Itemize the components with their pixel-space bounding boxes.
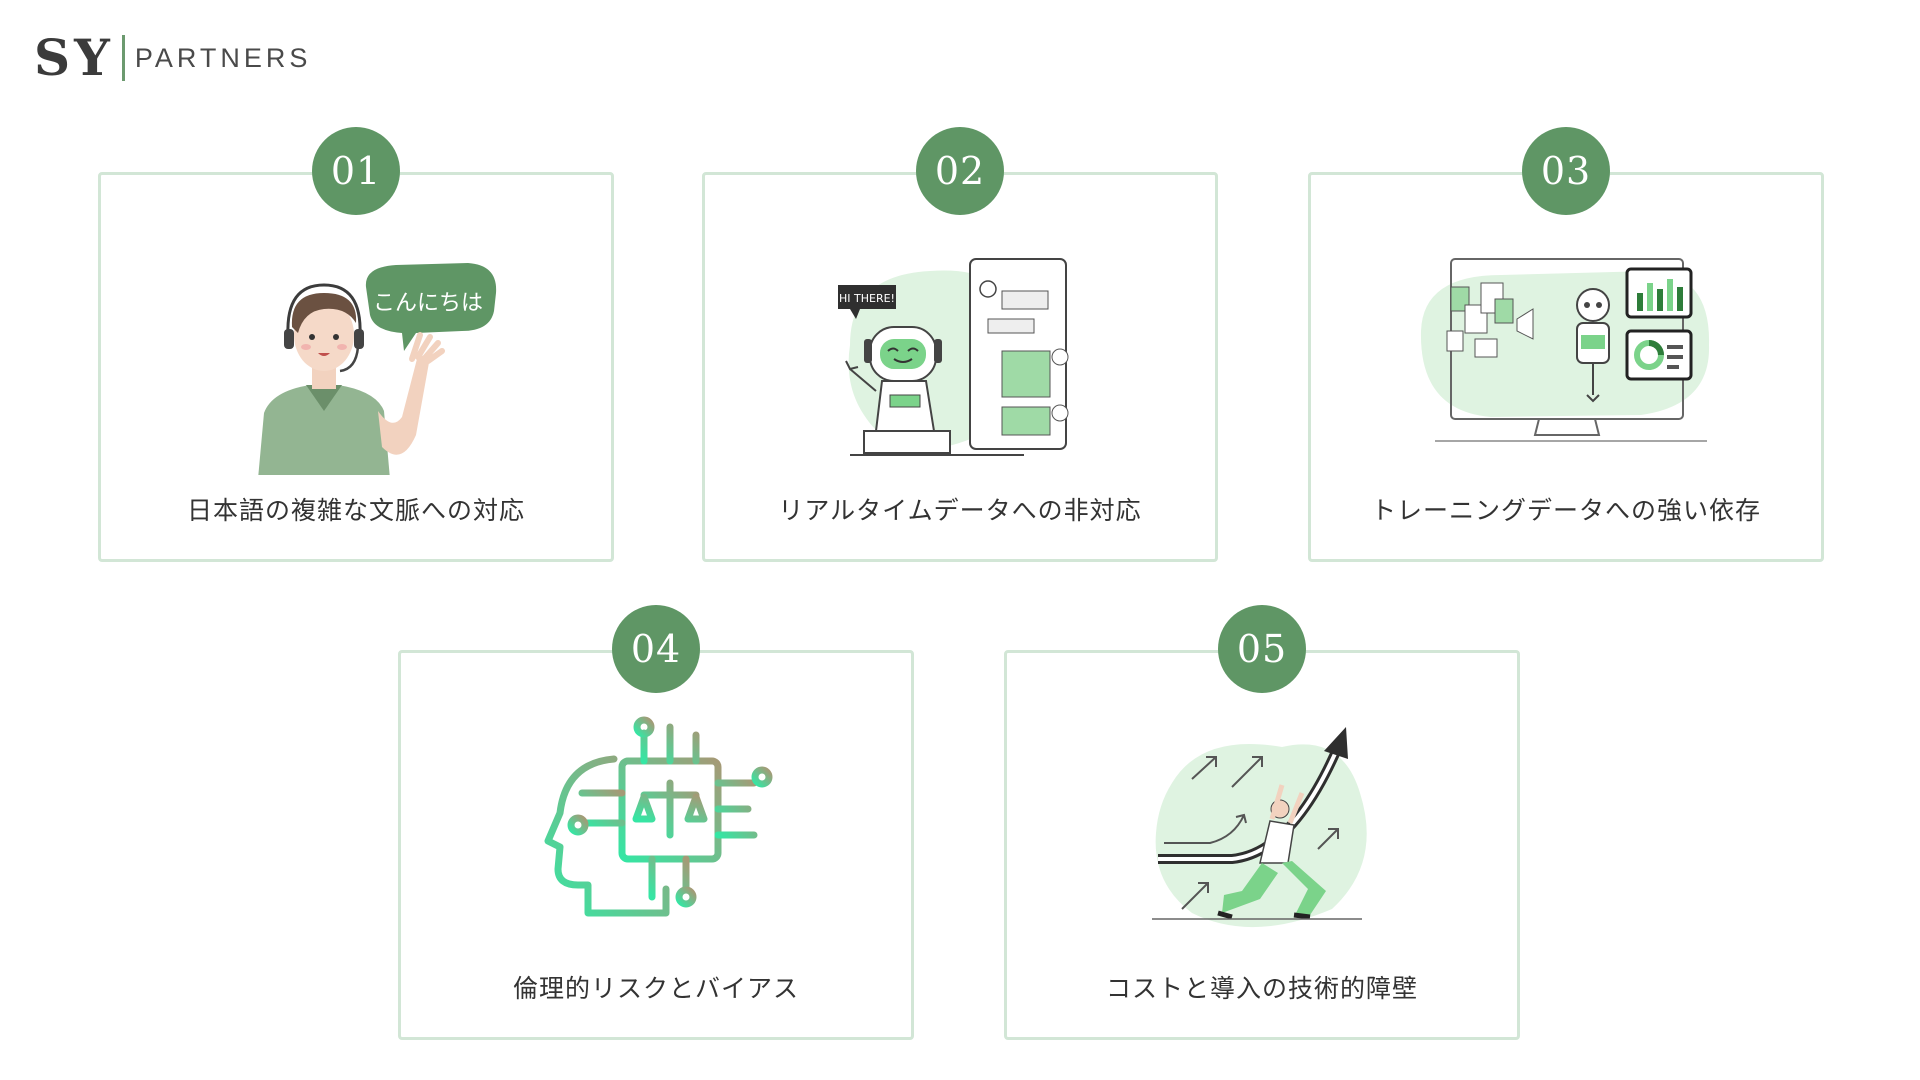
growth-barrier-illustration — [1152, 727, 1367, 928]
card-cost-barriers: 05 コストと導入の技術的障壁 — [1004, 605, 1520, 1040]
ethics-ai-head-icon — [544, 716, 773, 917]
card-number-badge: 03 — [1522, 127, 1610, 215]
logo-divider — [121, 35, 125, 81]
card-training-data: 03 トレーニングデータへの強い依存 — [1308, 127, 1824, 562]
logo-mark: SY — [34, 28, 114, 87]
card-ethics-bias: 04 倫理的リスクとバイアス — [398, 605, 914, 1040]
card-title: コストと導入の技術的障壁 — [1105, 974, 1418, 1003]
card-number-badge: 05 — [1218, 605, 1306, 693]
support-agent-illustration: こんにちは — [258, 263, 497, 475]
card-japanese-context: 01 こんにちは 日本語の複雑な文脈への対応 — [98, 127, 614, 562]
speech-bubble-text: こんにちは — [373, 291, 483, 316]
card-realtime-data: 02 HI THERE! リアルタイムデータへの非対応 — [702, 127, 1218, 562]
card-title: トレーニングデータへの強い依存 — [1370, 496, 1761, 525]
company-logo: SY PARTNERS — [34, 28, 311, 88]
card-title: 日本語の複雑な文脈への対応 — [186, 496, 525, 525]
card-number-badge: 04 — [612, 605, 700, 693]
logo-wordmark: PARTNERS — [134, 42, 312, 73]
card-number-badge: 02 — [916, 127, 1004, 215]
card-number-badge: 01 — [312, 127, 400, 215]
speech-bubble-text: HI THERE! — [839, 292, 895, 305]
chatbot-illustration: HI THERE! — [838, 258, 1069, 456]
card-title: 倫理的リスクとバイアス — [512, 974, 799, 1003]
card-title: リアルタイムデータへの非対応 — [778, 496, 1142, 525]
data-analysis-illustration — [1420, 258, 1710, 442]
